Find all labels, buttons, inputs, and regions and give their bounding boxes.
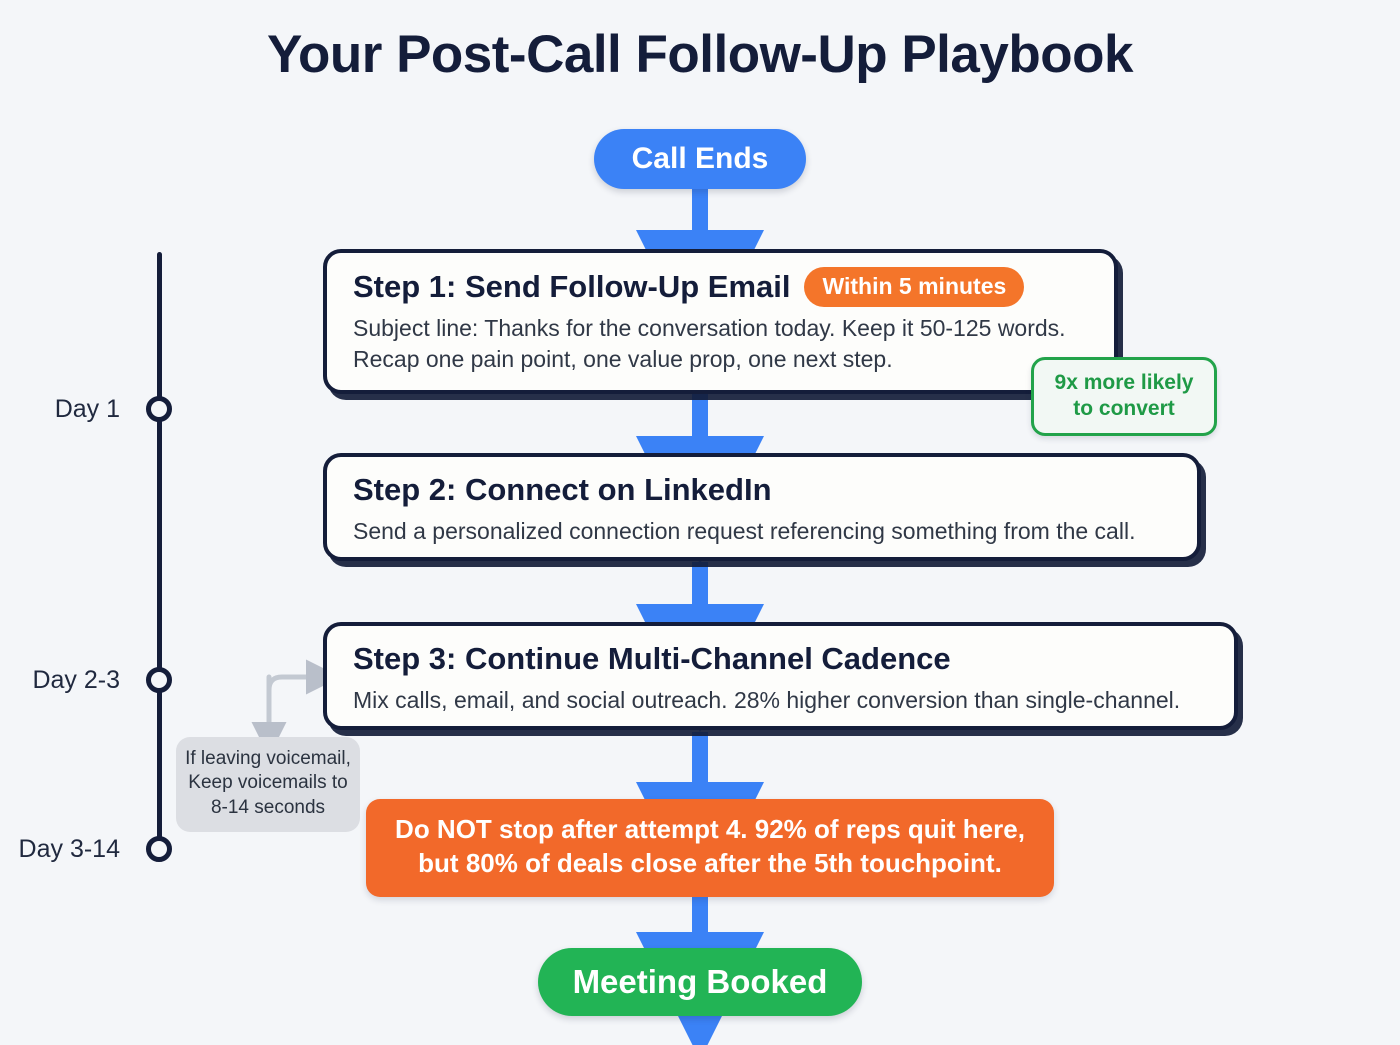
note-voicemail-line-2: Keep voicemails to xyxy=(188,772,348,794)
step-card-3[interactable]: Step 3: Continue Multi-Channel Cadence M… xyxy=(323,622,1238,730)
note-voicemail-line-3: 8-14 seconds xyxy=(210,796,326,818)
step-1-description-line-2: Recap one pain point, one value prop, on… xyxy=(353,346,893,373)
step-1-description-line-1: Subject line: Thanks for the conversatio… xyxy=(353,315,1066,342)
timeline-axis xyxy=(157,252,162,852)
note-voicemail-line-1: If leaving voicemail, xyxy=(185,748,351,769)
step-card-2[interactable]: Step 2: Connect on LinkedIn Send a perso… xyxy=(323,453,1201,561)
flow-start-call-ends[interactable]: Call Ends xyxy=(594,129,806,189)
step-3-title: Step 3: Continue Multi-Channel Cadence xyxy=(353,641,951,676)
callout-stat-line-2: to convert xyxy=(1073,396,1175,420)
timeline-node-day-2-3 xyxy=(146,667,172,693)
step-3-description-line-1: Mix calls, email, and social outreach. 2… xyxy=(353,686,1181,713)
warning-banner-line-1: Do NOT stop after attempt 4. 92% of reps… xyxy=(395,814,1025,844)
callout-stat-line-1: 9x more likely xyxy=(1054,371,1194,394)
step-3-description: Mix calls, email, and social outreach. 2… xyxy=(353,685,1212,716)
note-voicemail-tip: If leaving voicemail, Keep voicemails to… xyxy=(176,737,360,832)
timeline-label-day-2-3: Day 2-3 xyxy=(32,666,120,694)
step-1-header: Step 1: Send Follow-Up Email Within 5 mi… xyxy=(353,267,1092,308)
flow-end-meeting-booked[interactable]: Meeting Booked xyxy=(538,948,862,1016)
step-1-timing-badge: Within 5 minutes xyxy=(804,267,1025,308)
timeline-node-day-1 xyxy=(146,396,172,422)
step-2-title: Step 2: Connect on LinkedIn xyxy=(353,472,772,507)
step-2-header: Step 2: Connect on LinkedIn xyxy=(353,471,1175,510)
step-2-description-line-1: Send a personalized connection request r… xyxy=(353,517,1136,544)
warning-banner-line-2: but 80% of deals close after the 5th tou… xyxy=(418,847,1002,878)
step-card-1[interactable]: Step 1: Send Follow-Up Email Within 5 mi… xyxy=(323,249,1118,394)
timeline-node-day-3-14 xyxy=(146,836,172,862)
step-1-description: Subject line: Thanks for the conversatio… xyxy=(353,313,1092,375)
flow-start-label: Call Ends xyxy=(631,142,769,175)
step-3-header: Step 3: Continue Multi-Channel Cadence xyxy=(353,640,1212,679)
timeline-label-day-3-14: Day 3-14 xyxy=(18,835,120,863)
step-2-description: Send a personalized connection request r… xyxy=(353,516,1175,547)
step-1-title: Step 1: Send Follow-Up Email xyxy=(353,268,791,304)
page-title: Your Post-Call Follow-Up Playbook xyxy=(267,25,1133,84)
flow-end-label: Meeting Booked xyxy=(572,963,828,1000)
warning-banner-persistence: Do NOT stop after attempt 4. 92% of reps… xyxy=(366,799,1054,897)
callout-conversion-stat: 9x more likely to convert xyxy=(1031,357,1217,437)
timeline-label-day-1: Day 1 xyxy=(54,395,120,423)
